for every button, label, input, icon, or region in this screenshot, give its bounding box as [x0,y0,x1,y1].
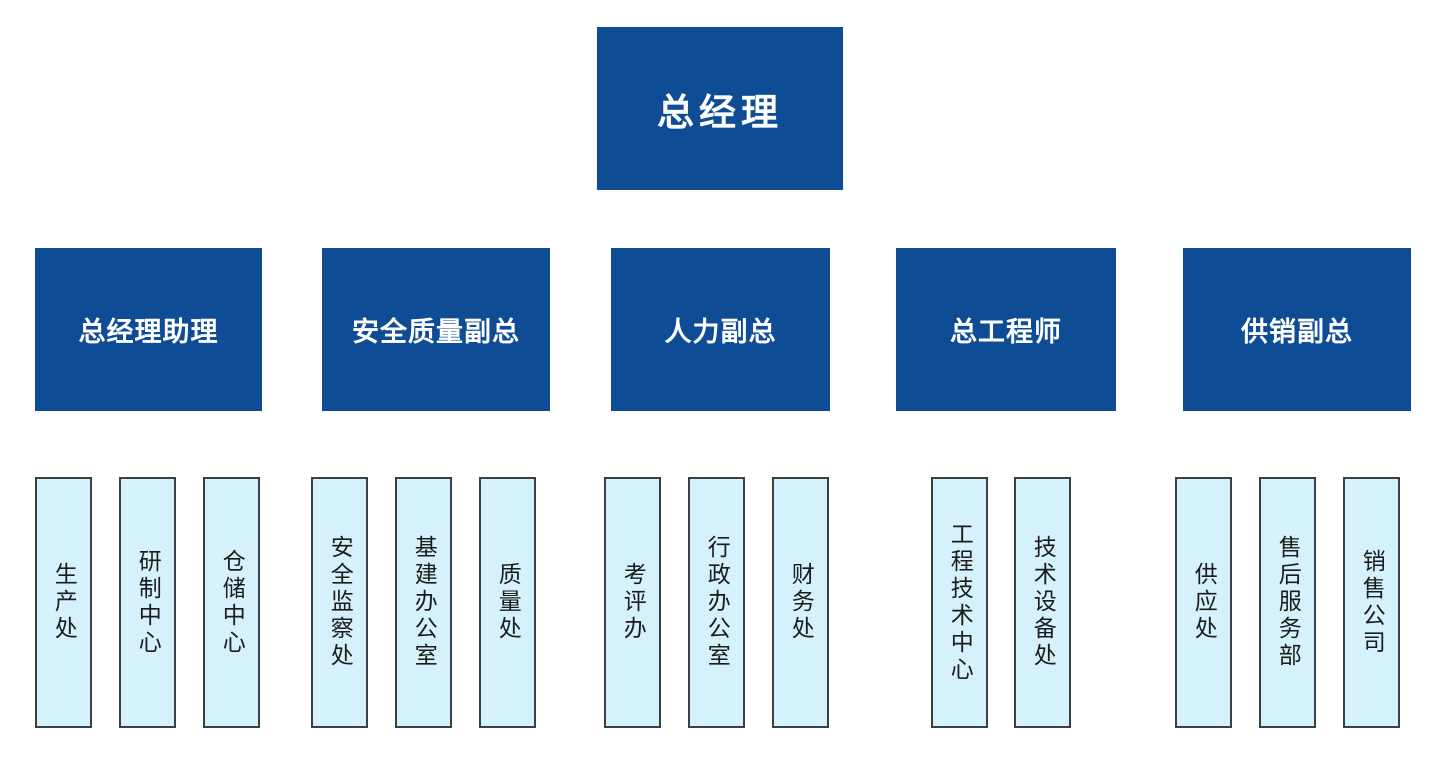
org-node-label: 生产处 [51,562,78,643]
org-node-department-4-1[interactable]: 售后服务部 [1259,477,1316,728]
org-node-department-0-1[interactable]: 研制中心 [119,477,176,728]
org-node-department-4-0[interactable]: 供应处 [1175,477,1232,728]
org-node-label: 安全质量副总 [352,317,520,347]
org-node-label: 技术设备处 [1030,535,1057,670]
org-node-label: 工程技术中心 [947,521,974,684]
org-node-label: 安全监察处 [327,535,354,670]
org-node-department-4-2[interactable]: 销售公司 [1343,477,1400,728]
org-node-department-3-1[interactable]: 技术设备处 [1014,477,1071,728]
org-node-division-2[interactable]: 人力副总 [611,248,830,411]
org-node-label: 总经理 [657,91,783,133]
org-node-division-1[interactable]: 安全质量副总 [322,248,550,411]
org-node-label: 基建办公室 [411,535,438,670]
org-node-department-1-0[interactable]: 安全监察处 [311,477,368,728]
org-node-division-0[interactable]: 总经理助理 [35,248,262,411]
org-node-label: 质量处 [495,562,522,643]
org-node-label: 行政办公室 [704,535,731,670]
org-node-label: 供应处 [1191,562,1218,643]
org-node-label: 供销副总 [1241,317,1353,347]
org-node-division-3[interactable]: 总工程师 [896,248,1116,411]
org-node-department-3-0[interactable]: 工程技术中心 [931,477,988,728]
org-node-label: 销售公司 [1359,548,1386,657]
org-node-department-0-0[interactable]: 生产处 [35,477,92,728]
org-node-label: 售后服务部 [1275,535,1302,670]
org-node-label: 仓储中心 [219,548,246,657]
org-node-label: 总工程师 [950,317,1062,347]
org-node-department-0-2[interactable]: 仓储中心 [203,477,260,728]
org-node-label: 考评办 [620,562,647,643]
org-node-division-4[interactable]: 供销副总 [1183,248,1411,411]
org-node-general-manager[interactable]: 总经理 [597,27,843,190]
org-node-department-1-1[interactable]: 基建办公室 [395,477,452,728]
org-node-label: 研制中心 [135,548,162,657]
org-node-label: 财务处 [788,562,815,643]
org-node-department-2-2[interactable]: 财务处 [772,477,829,728]
org-node-department-2-1[interactable]: 行政办公室 [688,477,745,728]
org-node-label: 人力副总 [664,317,777,347]
org-node-label: 总经理助理 [78,317,219,347]
org-node-department-2-0[interactable]: 考评办 [604,477,661,728]
org-node-department-1-2[interactable]: 质量处 [479,477,536,728]
